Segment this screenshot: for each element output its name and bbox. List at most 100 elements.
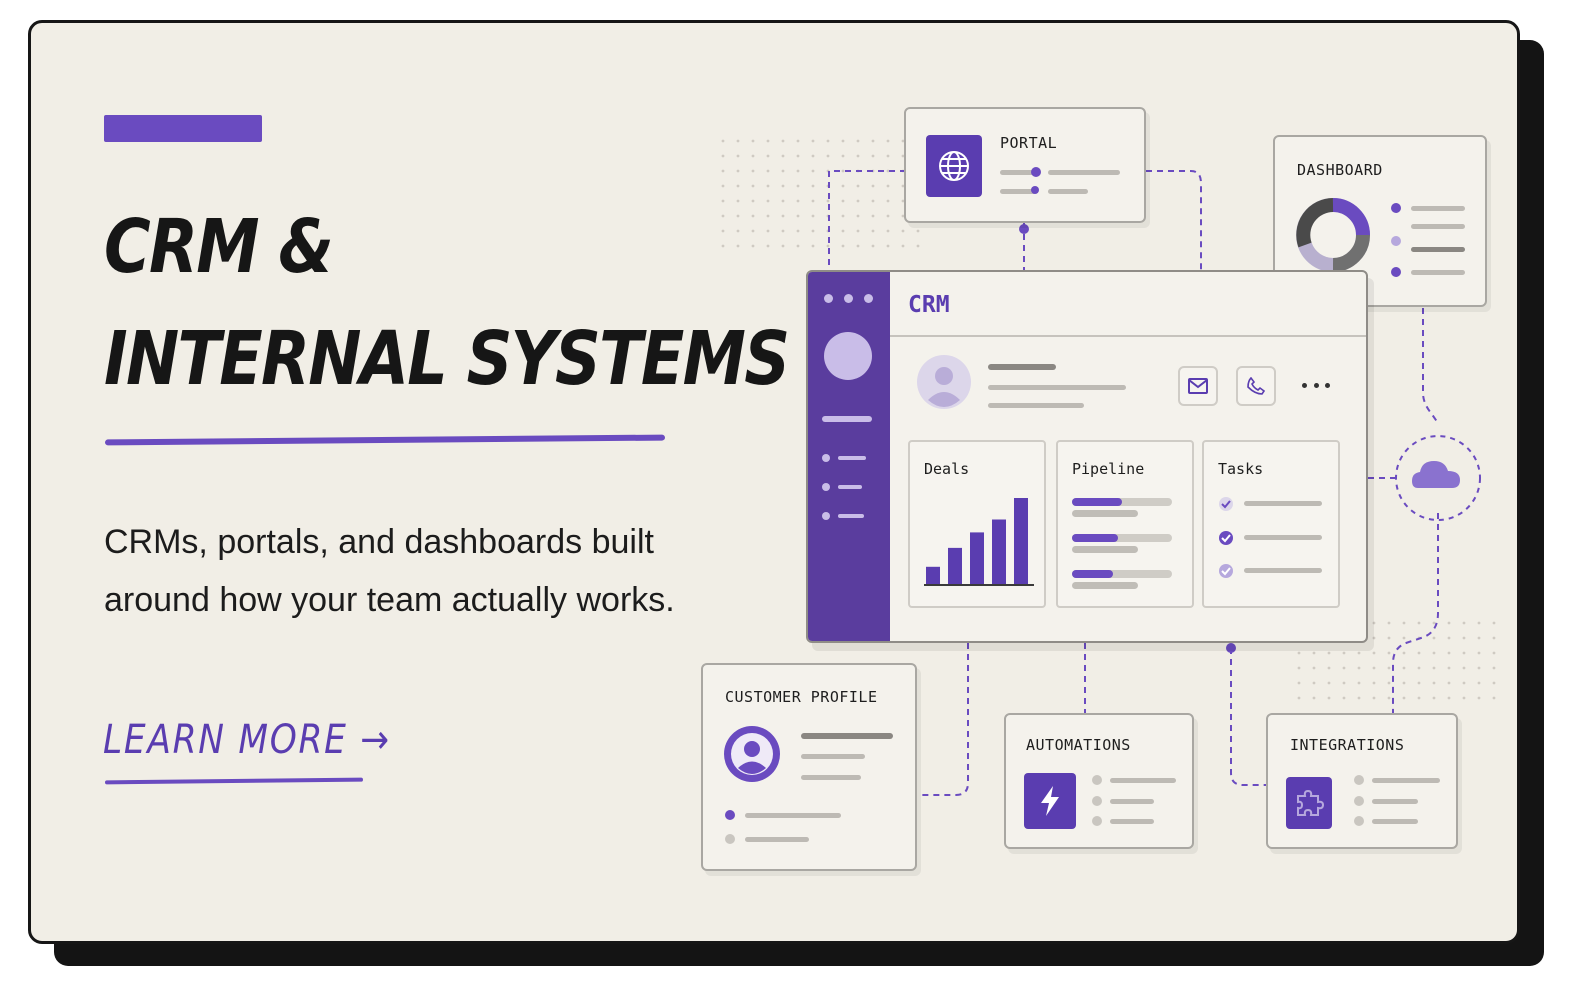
automations-dot [1092, 816, 1102, 826]
integrations-line [1372, 799, 1418, 804]
grid-dot [871, 184, 875, 188]
grid-dot [871, 229, 875, 233]
connector-crm-integrations [1230, 648, 1268, 786]
grid-dot [1342, 681, 1346, 685]
crm-header-divider [890, 335, 1366, 337]
grid-dot [721, 214, 725, 218]
deals-bar [1014, 498, 1028, 584]
contact-avatar-icon [917, 355, 971, 409]
cloud-ring [1395, 435, 1481, 521]
integrations-dot [1354, 796, 1364, 806]
sidebar-item[interactable] [838, 485, 862, 489]
deals-label: Deals [924, 460, 970, 478]
grid-dot [1462, 651, 1466, 655]
sidebar-item[interactable] [838, 514, 864, 518]
grid-dot [751, 169, 755, 173]
check-icon[interactable] [1218, 530, 1234, 546]
profile-line [801, 775, 861, 780]
connector-node [1019, 224, 1029, 234]
grid-dot [1372, 681, 1376, 685]
grid-dot [1402, 651, 1406, 655]
profile-dot [725, 810, 735, 820]
portal-line [1000, 170, 1036, 175]
grid-dot [886, 229, 890, 233]
pipeline-track [1072, 570, 1172, 578]
sidebar-item[interactable] [838, 456, 866, 460]
grid-dot [1357, 651, 1361, 655]
phone-button[interactable] [1236, 366, 1276, 406]
cloud-icon [1412, 461, 1460, 488]
grid-dot [856, 229, 860, 233]
check-icon[interactable] [1218, 496, 1234, 512]
grid-dot [1342, 666, 1346, 670]
more-icon[interactable] [1302, 380, 1330, 390]
grid-dot [1477, 681, 1481, 685]
automations-line [1110, 778, 1176, 783]
grid-dot [1297, 696, 1301, 700]
grid-dot [1432, 666, 1436, 670]
grid-dot [856, 154, 860, 158]
subtitle-line-2: around how your team actually works. [104, 581, 675, 619]
grid-dot [796, 169, 800, 173]
integrations-line [1372, 778, 1440, 783]
grid-dot [886, 169, 890, 173]
grid-dot [811, 184, 815, 188]
grid-dot [841, 139, 845, 143]
profile-line [801, 754, 865, 759]
grid-dot [766, 154, 770, 158]
customer-profile-card[interactable]: CUSTOMER PROFILE [701, 663, 917, 871]
grid-dot [811, 139, 815, 143]
grid-dot [1492, 621, 1496, 625]
grid-dot [1447, 696, 1451, 700]
connector-node [1226, 643, 1236, 653]
learn-more-link[interactable]: LEARN MORE → [103, 717, 391, 763]
window-dot [844, 294, 853, 303]
grid-dot [751, 184, 755, 188]
deals-panel[interactable]: Deals [908, 440, 1046, 608]
grid-dot [1492, 681, 1496, 685]
dashboard-line [1411, 270, 1465, 275]
pipeline-subline [1072, 546, 1138, 553]
grid-dot [841, 169, 845, 173]
grid-dot [901, 199, 905, 203]
grid-dot [841, 229, 845, 233]
grid-dot [781, 214, 785, 218]
grid-dot [766, 169, 770, 173]
sidebar-item[interactable] [822, 416, 872, 422]
grid-dot [871, 199, 875, 203]
automations-card[interactable]: AUTOMATIONS [1004, 713, 1194, 849]
task-line [1244, 535, 1322, 540]
grid-dot [1297, 651, 1301, 655]
pipeline-panel[interactable]: Pipeline [1056, 440, 1194, 608]
check-icon[interactable] [1218, 563, 1234, 579]
grid-dot [721, 229, 725, 233]
grid-dot [916, 244, 920, 248]
grid-dot [901, 139, 905, 143]
grid-dot [1417, 651, 1421, 655]
crm-window[interactable]: CRM Deals Pipeline [806, 270, 1368, 643]
pipeline-fill [1072, 570, 1113, 578]
portal-card[interactable]: PORTAL [904, 107, 1146, 223]
grid-dot [1297, 666, 1301, 670]
sidebar-item-dot [822, 483, 830, 491]
grid-dot [1432, 651, 1436, 655]
mail-button[interactable] [1178, 366, 1218, 406]
grid-dot [1417, 666, 1421, 670]
grid-dot [796, 184, 800, 188]
sidebar-item-dot [822, 454, 830, 462]
connector-portal-right [1146, 170, 1202, 273]
mail-icon [1188, 378, 1208, 394]
grid-dot [1402, 681, 1406, 685]
grid-dot [901, 244, 905, 248]
grid-dot [751, 154, 755, 158]
grid-dot [1417, 696, 1421, 700]
connector-lines [721, 139, 1496, 796]
page-title: CRM & INTERNAL SYSTEMS [104, 191, 790, 415]
grid-dot [871, 214, 875, 218]
grid-dot [1432, 636, 1436, 640]
integrations-card[interactable]: INTEGRATIONS [1266, 713, 1458, 849]
grid-dot [856, 184, 860, 188]
grid-dot [1357, 681, 1361, 685]
grid-dot [1462, 681, 1466, 685]
tasks-panel[interactable]: Tasks [1202, 440, 1340, 608]
